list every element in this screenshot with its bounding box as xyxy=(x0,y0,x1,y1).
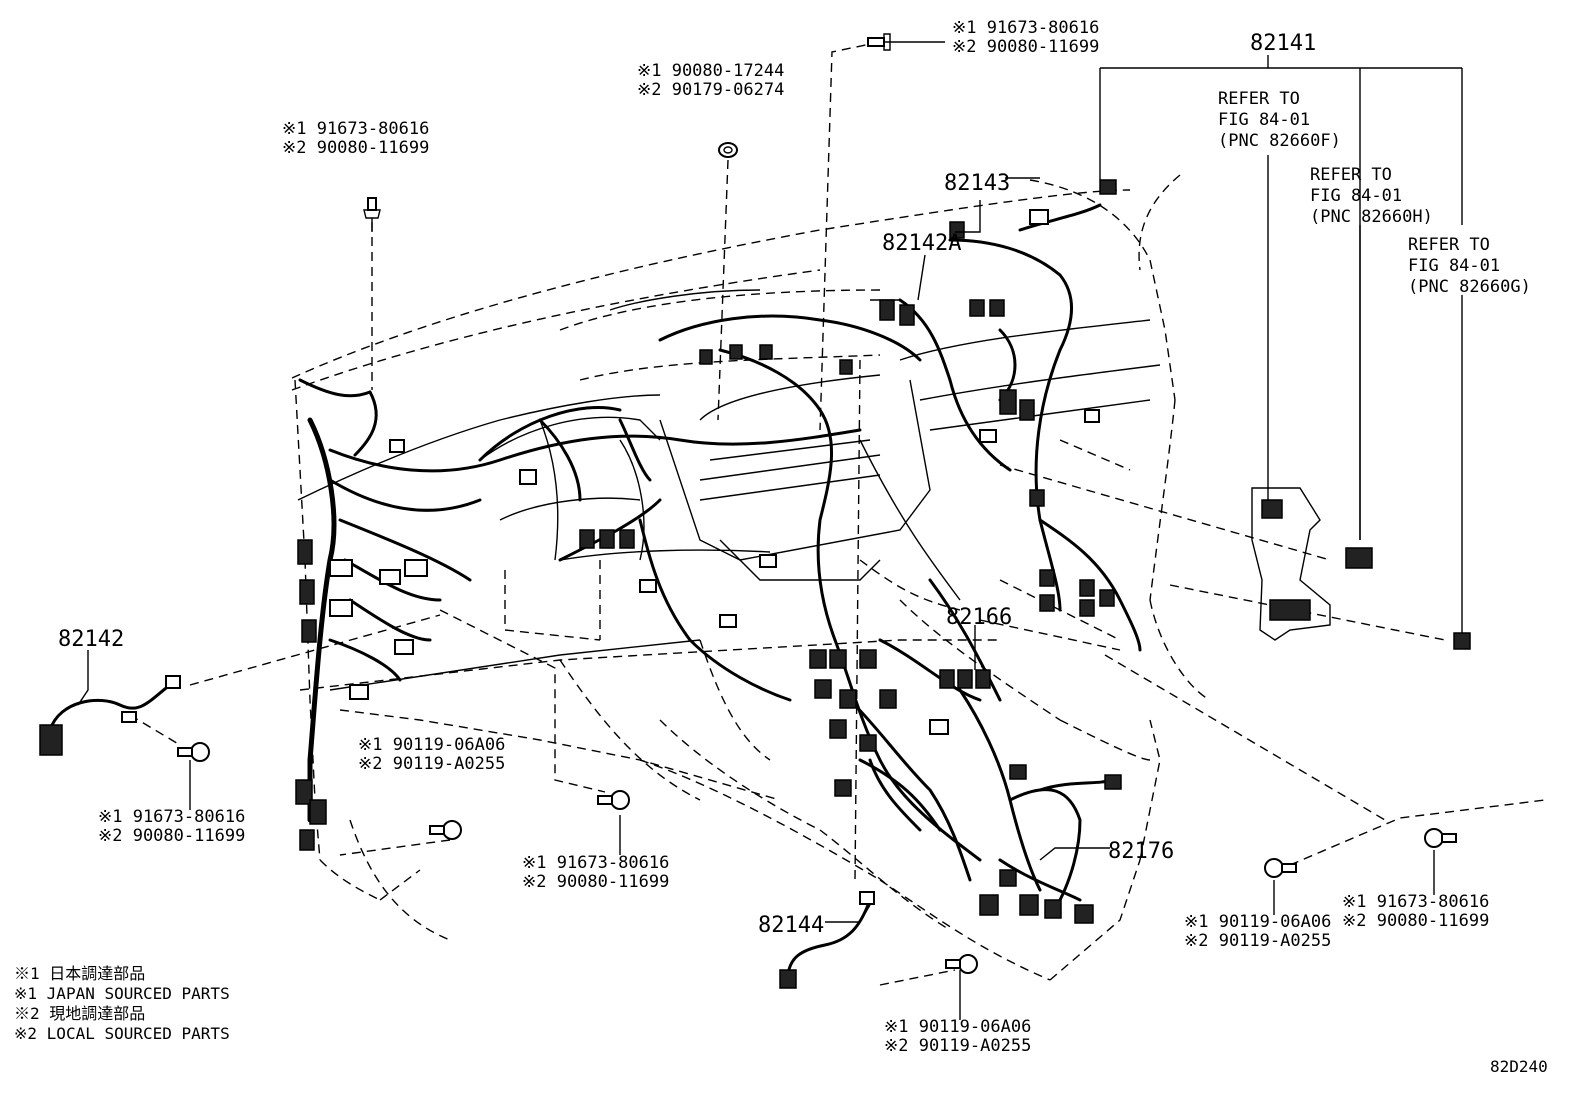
part-82143-label: 82143 xyxy=(944,171,1010,196)
svg-text:※1 91673-80616: ※1 91673-80616 xyxy=(282,119,429,139)
refer-note-82660H: REFER TO FIG 84-01 (PNC 82660H) xyxy=(1310,165,1433,227)
bolt-icon xyxy=(867,33,891,51)
svg-text:※1 91673-80616: ※1 91673-80616 xyxy=(522,853,669,873)
callout-left-top-bolt: ※1 91673-80616 ※2 90080-11699 xyxy=(282,119,429,158)
fasteners xyxy=(177,33,1457,974)
svg-text:※1 91673-80616: ※1 91673-80616 xyxy=(98,807,245,827)
wire-harness-main xyxy=(298,203,1142,902)
svg-text:※1 90080-17244: ※1 90080-17244 xyxy=(637,61,784,81)
svg-text:REFER TO: REFER TO xyxy=(1218,89,1300,109)
svg-text:※2 90080-11699: ※2 90080-11699 xyxy=(522,872,669,892)
nut-icon xyxy=(718,142,738,158)
relay-block-82660F xyxy=(1251,487,1331,641)
dashboard-outline xyxy=(291,174,1211,981)
svg-text:※2 90179-06274: ※2 90179-06274 xyxy=(637,80,784,100)
refer-note-82660F: REFER TO FIG 84-01 (PNC 82660F) xyxy=(1218,89,1341,151)
svg-text:※2 90119-A0255: ※2 90119-A0255 xyxy=(1184,931,1331,951)
svg-text:※2 90080-11699: ※2 90080-11699 xyxy=(282,138,429,158)
part-82141-label: 82141 xyxy=(1250,31,1316,56)
callout-center-lower-bolt: ※1 91673-80616 ※2 90080-11699 xyxy=(522,853,669,892)
svg-text:REFER TO: REFER TO xyxy=(1310,165,1392,185)
svg-text:※1 90119-06A06: ※1 90119-06A06 xyxy=(884,1017,1031,1037)
harness-connectors xyxy=(295,179,1122,924)
callout-right-bolt-b: ※1 91673-80616 ※2 90080-11699 xyxy=(1342,892,1489,931)
svg-text:※2 90119-A0255: ※2 90119-A0255 xyxy=(884,1036,1031,1056)
part-82166-label: 82166 xyxy=(946,605,1012,630)
part-82142A-label: 82142A xyxy=(882,231,961,256)
svg-text:(PNC 82660G): (PNC 82660G) xyxy=(1408,277,1531,297)
svg-text:※1 90119-06A06: ※1 90119-06A06 xyxy=(358,735,505,755)
part-82176-label: 82176 xyxy=(1108,839,1174,864)
svg-text:※1 90119-06A06: ※1 90119-06A06 xyxy=(1184,912,1331,932)
refer-note-82660G: REFER TO FIG 84-01 (PNC 82660G) xyxy=(1408,235,1531,297)
callout-mid-lower-bolt: ※1 90119-06A06 ※2 90119-A0255 xyxy=(358,735,505,774)
svg-text:※2 90080-11699: ※2 90080-11699 xyxy=(1342,911,1489,931)
part-82142-harness xyxy=(39,675,181,756)
svg-text:※2 90119-A0255: ※2 90119-A0255 xyxy=(358,754,505,774)
svg-text:※2 LOCAL SOURCED PARTS: ※2 LOCAL SOURCED PARTS xyxy=(14,1024,230,1043)
bolt-icon xyxy=(429,820,462,840)
svg-text:※1 91673-80616: ※1 91673-80616 xyxy=(952,18,1099,38)
callout-top-nut: ※1 90080-17244 ※2 90179-06274 xyxy=(637,61,784,100)
svg-text:※2 90080-11699: ※2 90080-11699 xyxy=(952,37,1099,57)
bolt-icon xyxy=(1424,828,1457,848)
diagram-code: 82D240 xyxy=(1490,1057,1548,1076)
connector-82660H xyxy=(1345,547,1373,569)
callout-top-center-bolt: ※1 91673-80616 ※2 90080-11699 xyxy=(952,18,1099,57)
svg-text:※2 現地調達部品: ※2 現地調達部品 xyxy=(14,1004,145,1023)
svg-text:FIG 84-01: FIG 84-01 xyxy=(1310,186,1402,206)
part-82142-label: 82142 xyxy=(58,627,124,652)
svg-text:※2 90080-11699: ※2 90080-11699 xyxy=(98,826,245,846)
bolt-icon xyxy=(945,954,978,974)
bolt-icon xyxy=(177,742,210,762)
legend: ※1 日本調達部品 ※1 JAPAN SOURCED PARTS ※2 現地調達… xyxy=(14,964,230,1043)
svg-text:※1 日本調達部品: ※1 日本調達部品 xyxy=(14,964,145,983)
callout-left-lower-bolt: ※1 91673-80616 ※2 90080-11699 xyxy=(98,807,245,846)
callout-bottom-bolt: ※1 90119-06A06 ※2 90119-A0255 xyxy=(884,1017,1031,1056)
connector-82660G xyxy=(1453,632,1471,650)
svg-text:(PNC 82660F): (PNC 82660F) xyxy=(1218,131,1341,151)
svg-text:FIG 84-01: FIG 84-01 xyxy=(1218,110,1310,130)
leader-lines xyxy=(77,41,1546,1020)
bolt-icon xyxy=(597,790,630,810)
svg-text:FIG 84-01: FIG 84-01 xyxy=(1408,256,1500,276)
part-82144-harness xyxy=(779,891,875,989)
bolt-icon xyxy=(1264,858,1297,878)
svg-text:※1 91673-80616: ※1 91673-80616 xyxy=(1342,892,1489,912)
callout-right-bolt-a: ※1 90119-06A06 ※2 90119-A0255 xyxy=(1184,912,1331,951)
part-82144-label: 82144 xyxy=(758,913,824,938)
svg-text:(PNC 82660H): (PNC 82660H) xyxy=(1310,207,1433,227)
bolt-icon xyxy=(363,197,381,232)
part-numbers: 82141 82143 82142A 82142 82166 82176 821… xyxy=(58,31,1316,938)
svg-text:REFER TO: REFER TO xyxy=(1408,235,1490,255)
svg-text:※1 JAPAN SOURCED PARTS: ※1 JAPAN SOURCED PARTS xyxy=(14,984,230,1003)
